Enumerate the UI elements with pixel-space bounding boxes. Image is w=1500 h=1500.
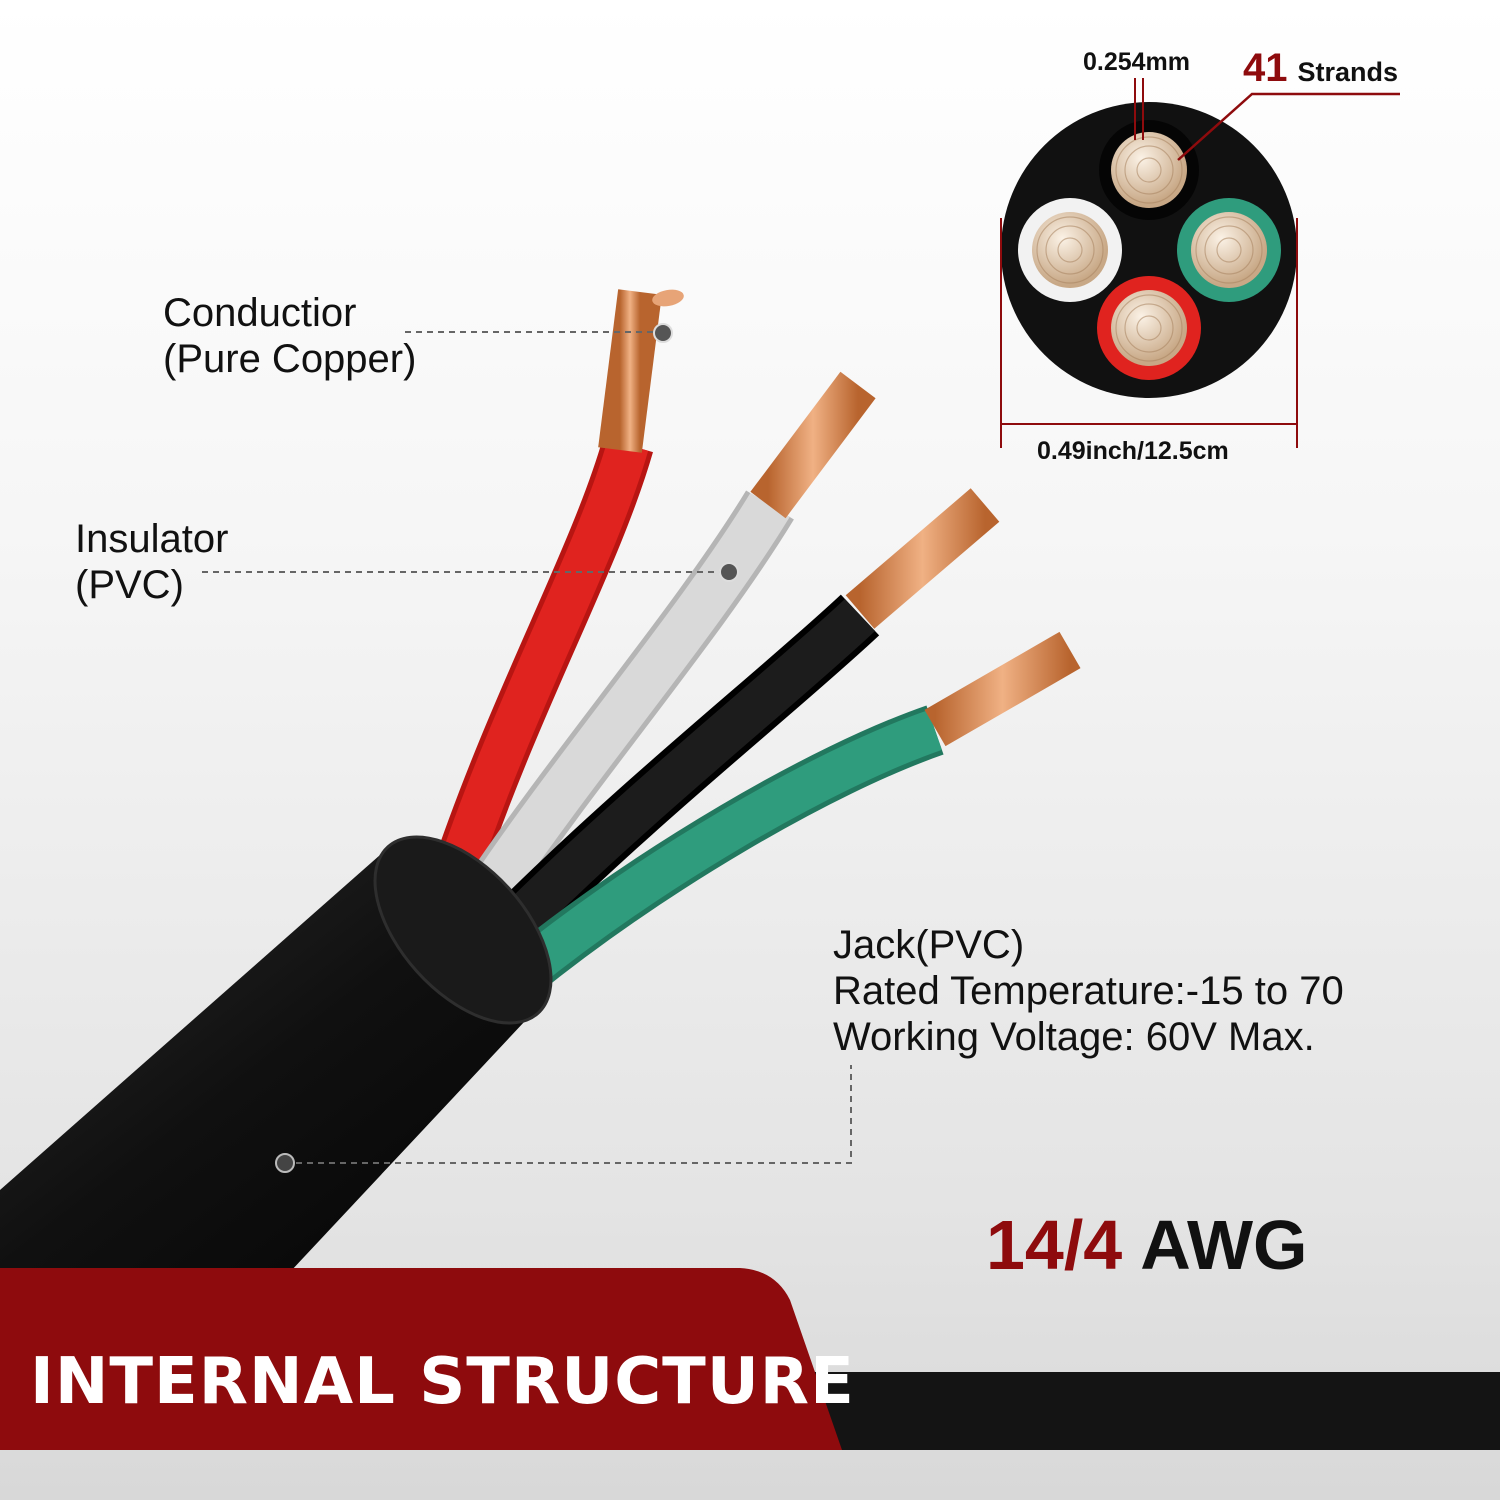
jacket-label-line2: Rated Temperature:-15 to 70 xyxy=(833,969,1344,1013)
banner-background xyxy=(0,1268,842,1450)
strand-count-word: Strands xyxy=(1297,57,1399,87)
strand-size-label: 0.254mm xyxy=(1083,48,1191,76)
jacket-leader xyxy=(275,1065,852,1173)
green-wire xyxy=(503,631,1081,996)
red-wire xyxy=(430,289,684,889)
jacket-label-line1: Jack(PVC) xyxy=(833,923,1025,967)
diameter-label: 0.49inch/12.5cm xyxy=(1037,437,1229,465)
gauge-unit: AWG xyxy=(1140,1206,1308,1284)
conductor-label-line1: Conductior xyxy=(163,291,357,335)
conductor-label: Conductior (Pure Copper) xyxy=(163,290,416,382)
insulator-label-line2: (PVC) xyxy=(75,563,184,607)
banner-title: INTERNAL STRUCTURE xyxy=(30,1345,855,1419)
insulator-label-line1: Insulator xyxy=(75,517,229,561)
conductor-leader xyxy=(405,323,673,343)
insulator-leader xyxy=(202,562,739,582)
outer-jacket xyxy=(0,835,553,1272)
strand-count-number: 41 xyxy=(1243,46,1288,90)
strand-count-label: 41 Strands xyxy=(1243,46,1398,91)
insulator-label: Insulator (PVC) xyxy=(75,516,228,608)
conductor-label-line2: (Pure Copper) xyxy=(163,337,417,381)
gauge-number: 14/4 xyxy=(986,1206,1123,1284)
black-wire xyxy=(490,488,1000,950)
cross-section-diagram xyxy=(1000,78,1400,448)
jacket-label: Jack(PVC) Rated Temperature:-15 to 70 Wo… xyxy=(833,922,1344,1060)
white-wire xyxy=(468,371,876,906)
jacket-label-line3: Working Voltage: 60V Max. xyxy=(833,1015,1315,1059)
